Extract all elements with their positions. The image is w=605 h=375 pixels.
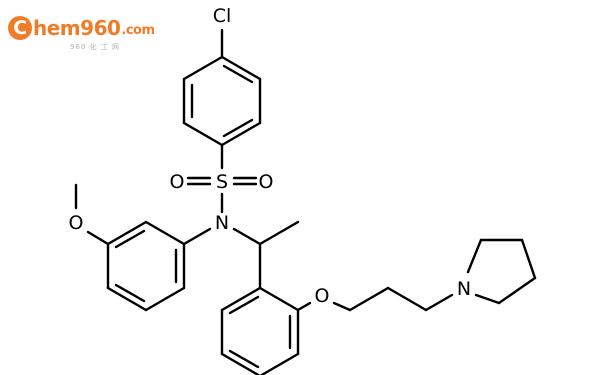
chlorophenyl-ring — [182, 55, 262, 147]
aryl-methoxy-bond — [86, 230, 110, 246]
methoxy-oxygen-label: O — [69, 212, 84, 234]
nitrogen-sulfonamide-label: N — [215, 212, 229, 234]
logo-suffix: .com — [121, 23, 155, 38]
sulfonyl-oxygen-left-label: O — [170, 171, 185, 193]
logo-wordmark: C hem 960 .com — [8, 14, 155, 42]
aryl-ether-bond — [296, 301, 312, 312]
logo-subtitle: 960 化 工 网 — [70, 43, 121, 51]
ether-oxygen-label: O — [315, 285, 330, 307]
pyrrolidine-ring — [466, 238, 537, 305]
chlorine-label: Cl — [213, 5, 232, 27]
n-aryl-bond — [182, 227, 212, 246]
sulfur-label: S — [216, 171, 228, 193]
methoxyphenyl-ring — [106, 220, 186, 312]
ether-chain-bond-1 — [332, 301, 352, 312]
sulfonyl-double-bonds — [186, 176, 258, 186]
ether-phenyl-ring — [220, 286, 300, 375]
logo-c-badge: C — [8, 16, 32, 40]
ether-chain-bond-2 — [348, 286, 390, 312]
logo-number: 960 — [80, 16, 121, 40]
sulfonyl-oxygen-right-label: O — [259, 171, 274, 193]
logo-text: hem — [33, 16, 81, 40]
ch-methyl-bond — [258, 220, 300, 246]
chem960-logo: C hem 960 .com 960 化 工 网 — [8, 14, 168, 54]
n-ch-bond — [232, 227, 262, 246]
ether-chain-bond-3 — [386, 286, 428, 312]
ether-chain-bond-4 — [424, 293, 454, 312]
nitrogen-pyrrolidine-label: N — [457, 278, 471, 300]
